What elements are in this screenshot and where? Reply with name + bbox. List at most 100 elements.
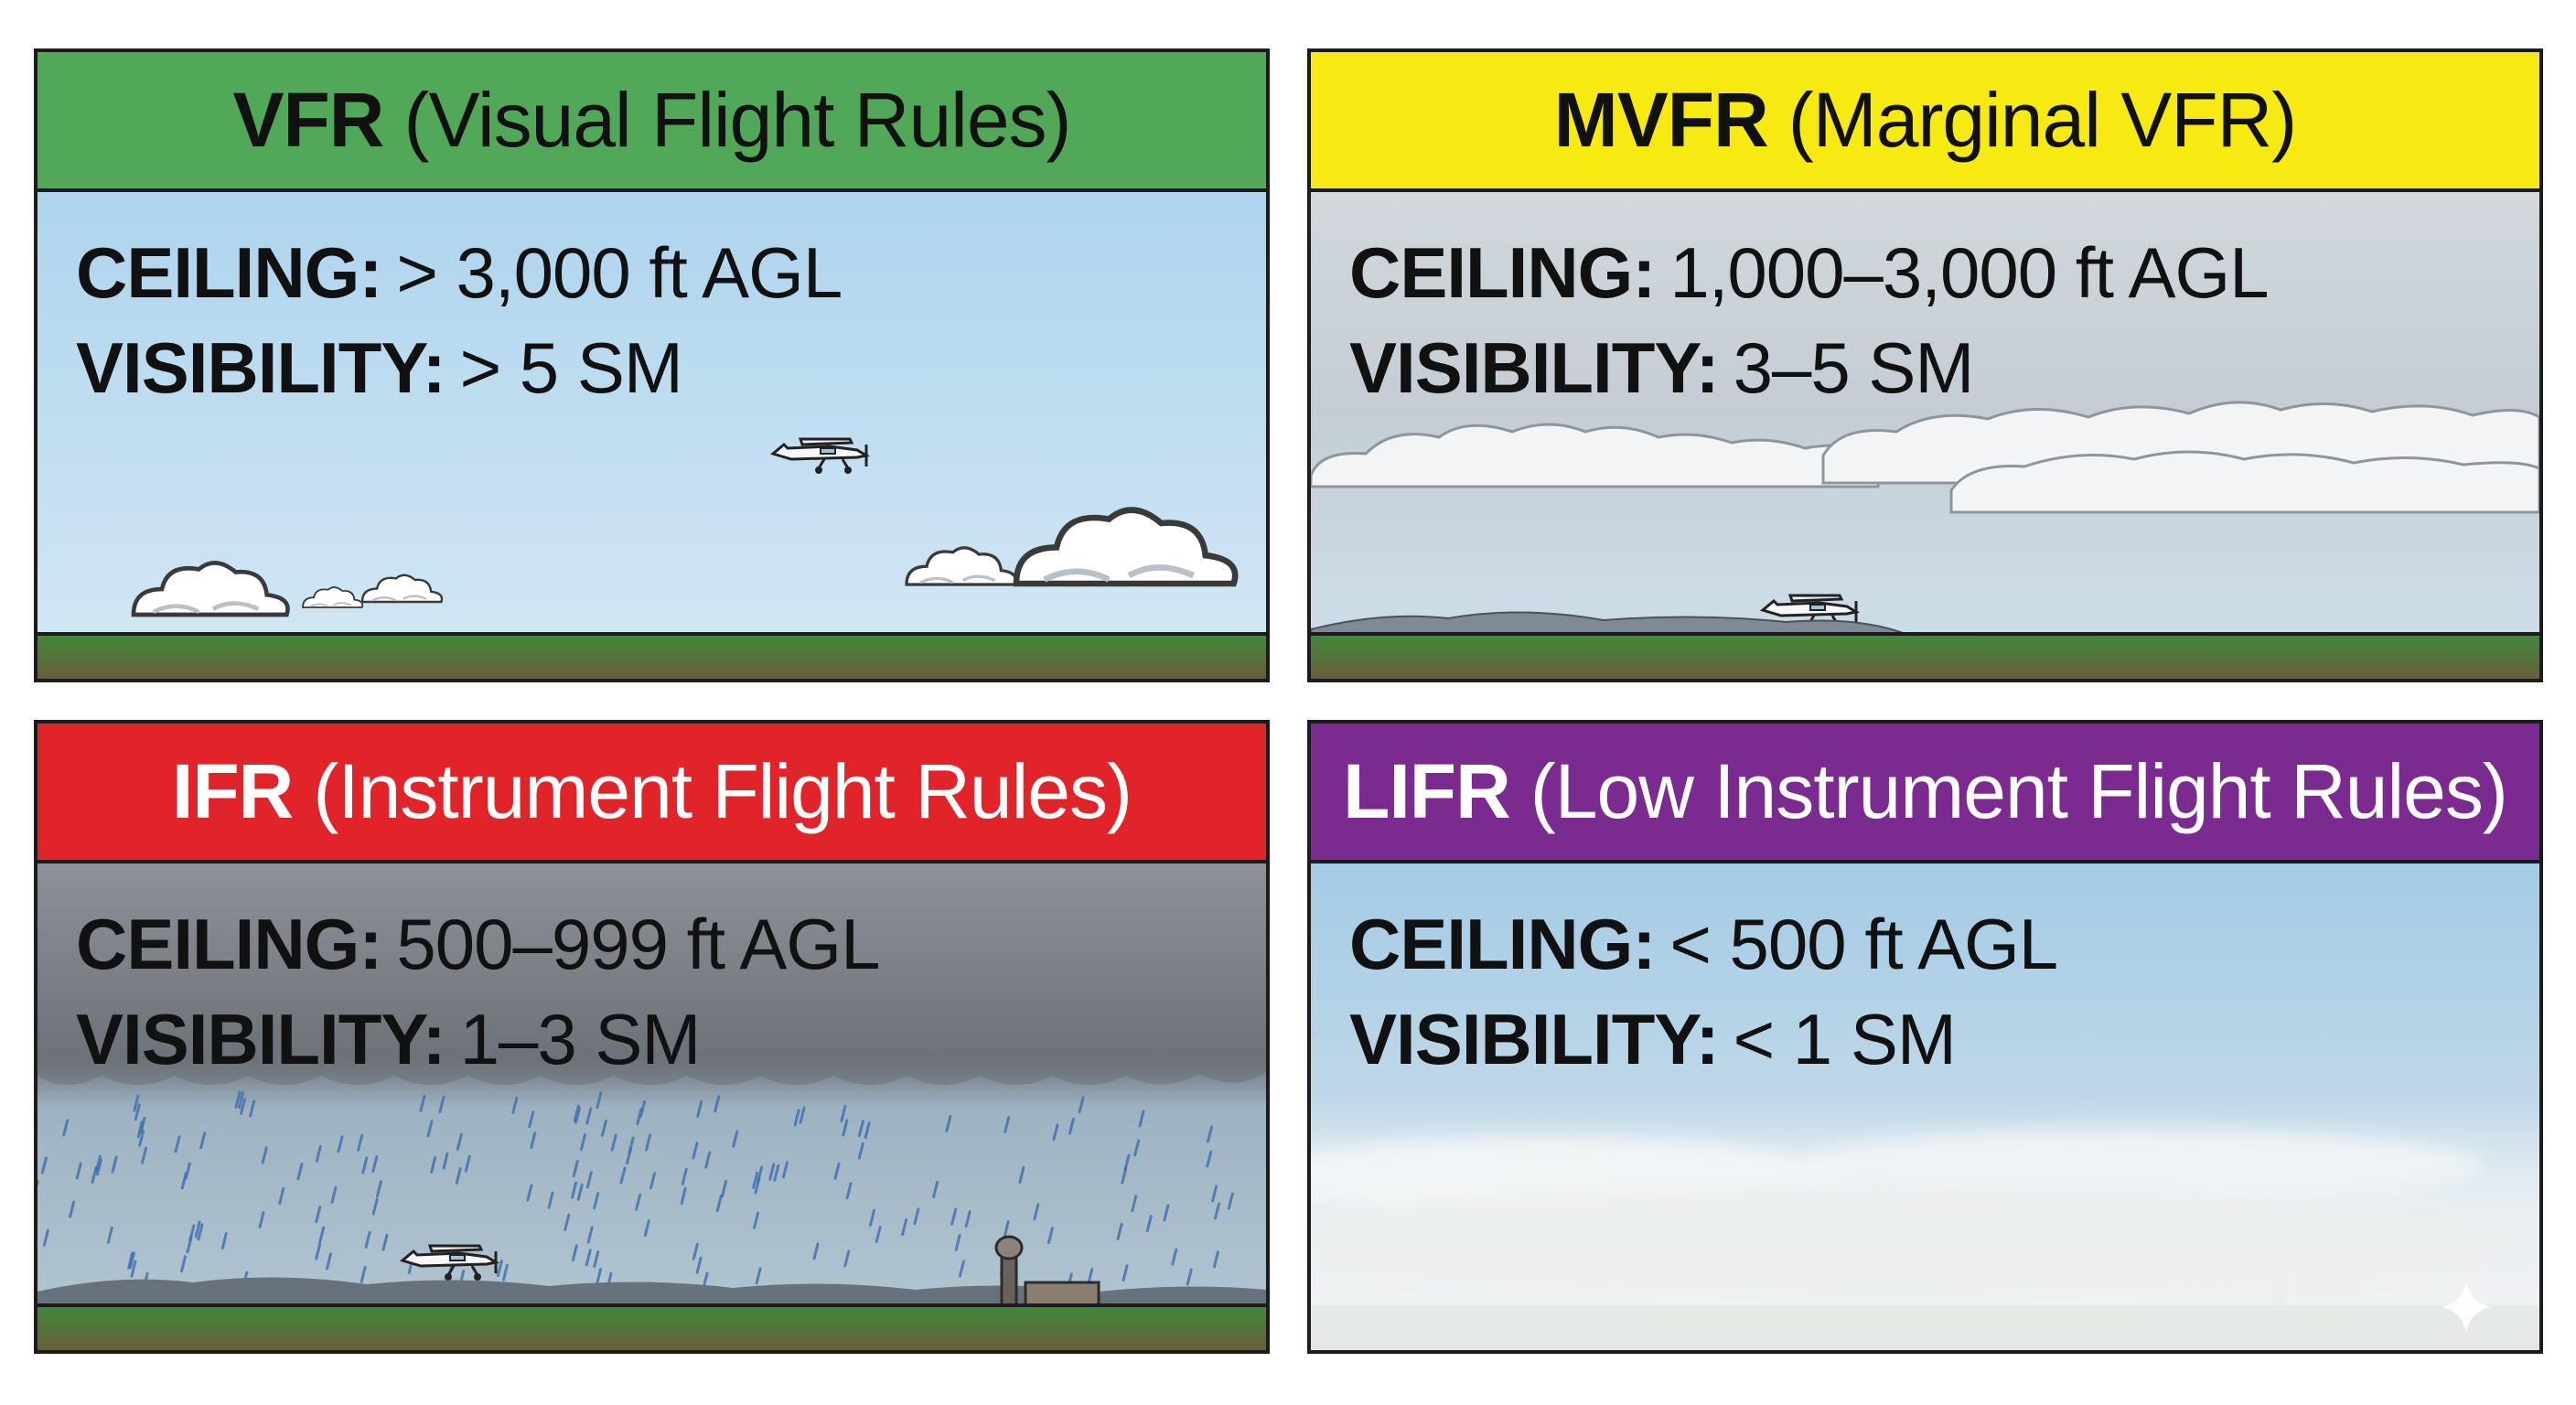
rain-drop <box>564 1213 571 1231</box>
rain-drop <box>799 1106 806 1124</box>
rain-drop <box>501 1263 509 1282</box>
rain-drop <box>526 1184 533 1202</box>
rain-drop <box>134 1103 141 1121</box>
rain-drop <box>793 1109 800 1127</box>
rain-drop <box>249 1099 256 1118</box>
ceiling-value: > 3,000 ft AGL <box>396 232 843 313</box>
rain-drop <box>840 1104 847 1122</box>
ceiling-row: CEILING:1,000–3,000 ft AGL <box>1349 225 2270 320</box>
rain-drop <box>357 1133 364 1152</box>
rain-drop <box>864 1121 871 1140</box>
rain-drop <box>127 1251 134 1270</box>
rain-drop <box>576 1183 584 1201</box>
ifr-banner: IFR (Instrument Flight Rules) <box>38 724 1266 863</box>
rain-drop <box>843 1249 851 1268</box>
rain-drop <box>174 1135 181 1153</box>
rain-drop <box>258 1211 265 1229</box>
rain-drop <box>768 1163 776 1181</box>
rain-drop <box>1186 1268 1193 1286</box>
rain-drop <box>326 1252 333 1271</box>
ifr-specs: CEILING:500–999 ft AGL VISIBILITY:1–3 SM <box>76 896 880 1087</box>
ceiling-value: 500–999 ft AGL <box>396 904 880 984</box>
rain-drop <box>360 1265 367 1283</box>
rain-drop <box>1003 1220 1010 1239</box>
rain-drop <box>593 1249 600 1268</box>
rain-drop <box>696 1100 703 1119</box>
rain-drop <box>596 1091 603 1110</box>
rain-drop <box>141 1146 148 1164</box>
rain-drop <box>220 1232 228 1250</box>
vfr-specs: CEILING:> 3,000 ft AGL VISIBILITY:> 5 SM <box>76 225 843 415</box>
mvfr-panel: MVFR (Marginal VFR) CEILING:1,000–3,000 … <box>1307 48 2543 682</box>
rain-drop <box>596 1267 603 1285</box>
rain-drop <box>773 1164 780 1182</box>
rain-drop <box>456 1132 463 1151</box>
rain-drop <box>95 1158 102 1176</box>
mvfr-abbr: MVFR <box>1553 77 1769 163</box>
rain-drop <box>261 1146 268 1164</box>
rain-drop <box>62 1119 70 1137</box>
rain-drop <box>419 1094 426 1112</box>
rain-drop <box>238 1091 245 1110</box>
rain-drop <box>139 1116 146 1134</box>
rain-drop <box>69 1200 76 1218</box>
visibility-row: VISIBILITY:1–3 SM <box>76 992 879 1087</box>
rain-drop <box>753 1211 760 1229</box>
rain-drop <box>1004 1115 1011 1133</box>
visibility-label: VISIBILITY: <box>76 327 446 408</box>
rain-drop <box>1212 1250 1219 1269</box>
rain-drop <box>197 1223 204 1241</box>
ceiling-row: CEILING:< 500 ft AGL <box>1349 896 2058 992</box>
rain-drop <box>375 1180 382 1198</box>
mvfr-scene: CEILING:1,000–3,000 ft AGL VISIBILITY:3–… <box>1311 192 2539 679</box>
vfr-banner: VFR (Visual Flight Rules) <box>38 52 1266 192</box>
rain-drop <box>857 1142 864 1160</box>
fog-layer <box>1311 1101 2539 1350</box>
rain-drop <box>234 1090 242 1109</box>
lifr-abbr: LIFR <box>1343 748 1511 834</box>
rain-drop <box>184 1162 191 1180</box>
rain-drop <box>571 1244 578 1262</box>
rain-drop <box>106 1226 113 1244</box>
rain-drop <box>732 1130 739 1148</box>
vfr-panel: VFR (Visual Flight Rules) CEILING:> 3,00… <box>34 48 1270 682</box>
rain-drop <box>438 1096 445 1114</box>
rain-drop <box>426 1120 434 1138</box>
lifr-panel: LIFR (Low Instrument Flight Rules) CEILI… <box>1307 720 2543 1354</box>
rain-drop <box>721 1179 728 1197</box>
rain-icon <box>38 1090 1234 1291</box>
visibility-row: VISIBILITY:< 1 SM <box>1349 992 2057 1087</box>
rain-drop <box>681 1167 688 1185</box>
rain-drop <box>901 1218 908 1237</box>
rain-drop <box>318 1226 326 1244</box>
visibility-label: VISIBILITY: <box>76 999 446 1079</box>
rain-drop <box>932 1180 939 1198</box>
rain-drop <box>430 1155 437 1174</box>
rain-drop <box>704 1151 712 1169</box>
cloud-layer <box>1311 401 2539 514</box>
visibility-row: VISIBILITY:3–5 SM <box>1349 320 2269 415</box>
rain-drop <box>1214 1202 1221 1220</box>
rain-drop <box>194 1220 201 1239</box>
rain-drop <box>812 1242 820 1260</box>
ceiling-label: CEILING: <box>76 232 382 313</box>
rain-drop <box>136 1121 144 1139</box>
rain-drop <box>1133 1139 1141 1157</box>
rain-drop <box>636 1108 643 1126</box>
rain-drop <box>585 1171 593 1189</box>
rain-drop <box>649 1172 656 1190</box>
rain-drop <box>754 1176 761 1195</box>
rain-drop <box>781 1161 789 1179</box>
rain-drop <box>585 1249 592 1267</box>
rain-drop <box>1206 1150 1213 1168</box>
lifr-banner: LIFR (Low Instrument Flight Rules) <box>1311 724 2539 863</box>
rain-drop <box>1033 1203 1040 1221</box>
rain-drop <box>945 1114 952 1132</box>
ceiling-label: CEILING: <box>1349 232 1656 313</box>
rain-drop <box>40 1156 48 1174</box>
rain-drop <box>133 1094 140 1112</box>
ceiling-label: CEILING: <box>76 904 382 984</box>
visibility-row: VISIBILITY:> 5 SM <box>76 320 842 415</box>
ceiling-value: < 500 ft AGL <box>1669 904 2058 984</box>
rain-drop <box>635 1193 642 1211</box>
